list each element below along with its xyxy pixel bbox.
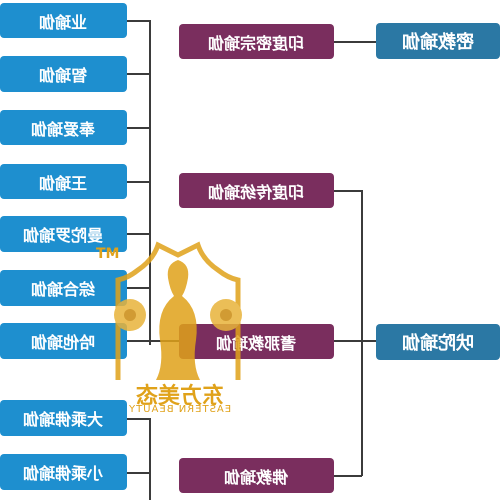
- connector-lower-left-item-2: [126, 472, 150, 474]
- left-item-4: 王瑜伽: [0, 164, 127, 199]
- connector-left-item-4: [126, 181, 150, 183]
- left-item-3: 奉爱瑜伽: [0, 110, 127, 145]
- connector-left-item-5: [126, 233, 150, 235]
- eastern-beauty-logo: [114, 241, 242, 380]
- connector-right-branch-2: [334, 340, 362, 342]
- left-item-2: 智瑜伽: [0, 56, 127, 92]
- middle-item-3: 耆那教瑜伽: [179, 324, 334, 359]
- connector-right-branch-1: [334, 190, 362, 192]
- logo-trademark: TM: [96, 246, 120, 262]
- connector-lower-left-item-1: [126, 418, 150, 420]
- connector-right-upper: [334, 41, 376, 43]
- middle-item-2: 印度传统瑜伽: [179, 173, 334, 208]
- connector-left-item-2: [126, 73, 150, 75]
- connector-left-item-7: [126, 340, 150, 342]
- connector-left-item-3: [126, 127, 150, 129]
- connector-left-trunk: [149, 20, 151, 345]
- connector-right-branch-3: [334, 475, 362, 477]
- left-item-1: 业瑜伽: [0, 3, 127, 38]
- left-item-6: 综合瑜伽: [0, 270, 127, 306]
- left-item-7: 哈他瑜伽: [0, 323, 127, 359]
- connector-left-item-1: [126, 20, 150, 22]
- right-item-2: 吠陀瑜伽: [376, 324, 500, 360]
- middle-item-1: 印度密宗瑜伽: [179, 24, 334, 59]
- logo-arch: [115, 241, 241, 380]
- middle-item-4: 佛教瑜伽: [179, 458, 334, 493]
- connector-right-trunk: [361, 190, 363, 476]
- logo-flower-right-center: [220, 309, 232, 321]
- logo-flower-left-center: [124, 309, 136, 321]
- left-item-8: 大乘佛瑜伽: [0, 400, 127, 436]
- logo-figure: [156, 260, 200, 380]
- right-item-1: 密教瑜伽: [376, 23, 500, 59]
- left-item-9: 小乘佛瑜伽: [0, 454, 127, 490]
- connector-left-item-6: [126, 287, 150, 289]
- connector-lower-left-trunk: [149, 418, 151, 500]
- logo-english-text: EASTERN BEAUTY: [128, 404, 232, 415]
- connector-right-to-root: [361, 340, 377, 342]
- left-item-5: 曼陀罗瑜伽: [0, 216, 127, 252]
